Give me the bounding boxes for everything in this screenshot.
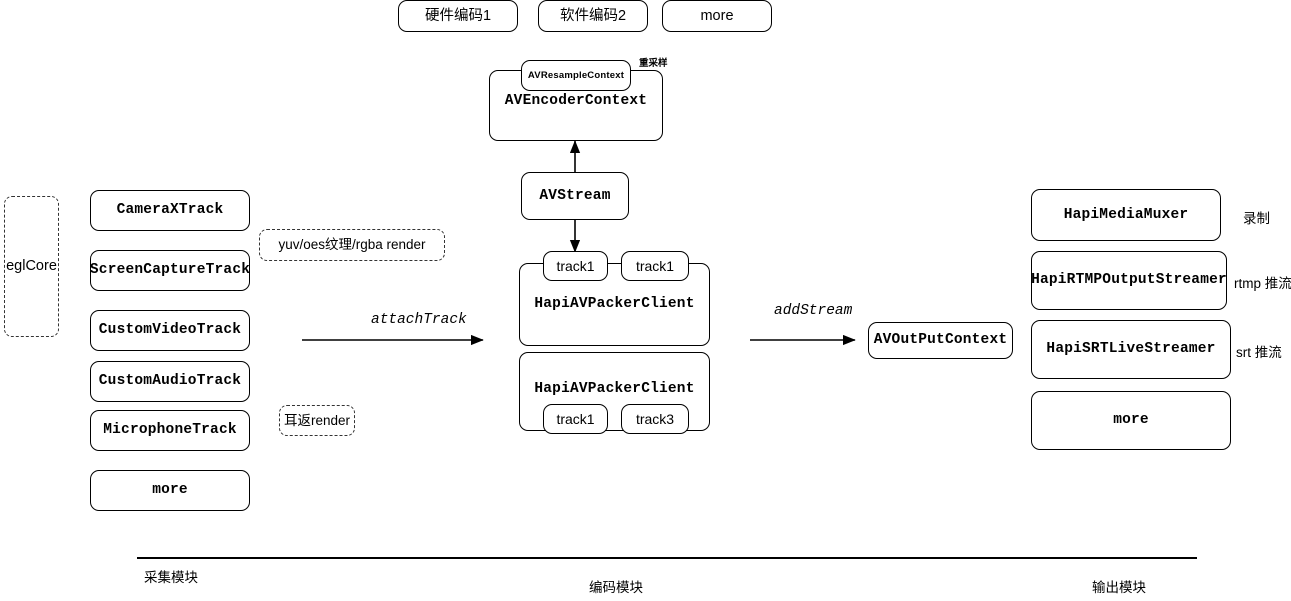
output-box-mediamuxer[interactable]: HapiMediaMuxer xyxy=(1031,189,1221,241)
encoder-option-box-2[interactable]: 软件编码2 xyxy=(538,0,648,32)
packer-client-label: HapiAVPackerClient xyxy=(534,296,695,313)
av-stream-box[interactable]: AVStream xyxy=(521,172,629,220)
module-label-encode: 编码模块 xyxy=(589,580,643,595)
encoder-option-box-1[interactable]: 硬件编码1 xyxy=(398,0,518,32)
packer2-track-0[interactable]: track1 xyxy=(543,404,608,434)
capture-track-label: MicrophoneTrack xyxy=(103,422,237,439)
capture-track-box-microphone[interactable]: MicrophoneTrack xyxy=(90,410,250,451)
encoder-option-label: 软件编码2 xyxy=(559,7,627,24)
capture-track-box-camerax[interactable]: CameraXTrack xyxy=(90,190,250,231)
output-note-record: 录制 xyxy=(1243,211,1270,226)
packer1-track-1[interactable]: track1 xyxy=(621,251,689,281)
arrow-label-add-stream: addStream xyxy=(774,303,853,319)
capture-track-box-more[interactable]: more xyxy=(90,470,250,511)
packer1-track-0[interactable]: track1 xyxy=(543,251,608,281)
encoder-option-box-3[interactable]: more xyxy=(662,0,772,32)
output-label: HapiMediaMuxer xyxy=(1063,206,1189,223)
render-note-label: 耳返render xyxy=(283,412,351,428)
capture-track-box-customvideo[interactable]: CustomVideoTrack xyxy=(90,310,250,351)
module-divider xyxy=(137,557,1197,559)
capture-track-label: ScreenCaptureTrack xyxy=(89,262,251,279)
av-resample-context-label: AVResampleContext xyxy=(527,70,625,81)
resample-note-label: 重采样 xyxy=(639,58,668,69)
track-label: track1 xyxy=(635,258,675,274)
capture-track-label: more xyxy=(152,482,188,499)
egl-core-label: eglCore xyxy=(6,258,57,275)
render-note-box-earback[interactable]: 耳返render xyxy=(279,405,355,436)
av-stream-label: AVStream xyxy=(539,187,611,204)
packer2-track-1[interactable]: track3 xyxy=(621,404,689,434)
capture-track-box-customaudio[interactable]: CustomAudioTrack xyxy=(90,361,250,402)
module-label-capture: 采集模块 xyxy=(144,570,198,585)
packer-client-label: HapiAVPackerClient xyxy=(534,381,695,397)
capture-track-box-screencapture[interactable]: ScreenCaptureTrack xyxy=(90,250,250,291)
track-label: track1 xyxy=(556,258,595,274)
av-output-context-box[interactable]: AVOutPutContext xyxy=(868,322,1013,359)
output-box-rtmp[interactable]: HapiRTMPOutputStreamer xyxy=(1031,251,1227,310)
output-box-more[interactable]: more xyxy=(1031,391,1231,450)
encoder-option-label: 硬件编码1 xyxy=(424,7,492,24)
track-label: track3 xyxy=(635,411,675,427)
output-label: HapiRTMPOutputStreamer xyxy=(1031,272,1227,289)
av-output-context-label: AVOutPutContext xyxy=(873,332,1008,349)
module-label-output: 输出模块 xyxy=(1092,580,1146,595)
capture-track-label: CustomVideoTrack xyxy=(98,322,242,339)
arrow-label-attach-track: attachTrack xyxy=(371,312,467,328)
capture-track-label: CameraXTrack xyxy=(116,202,224,219)
av-encoder-context-label: AVEncoderContext xyxy=(504,93,648,110)
output-box-srt[interactable]: HapiSRTLiveStreamer xyxy=(1031,320,1231,379)
egl-core-box[interactable]: eglCore xyxy=(4,196,59,337)
av-resample-context-box[interactable]: AVResampleContext xyxy=(521,60,631,91)
render-note-box-texture[interactable]: yuv/oes纹理/rgba render xyxy=(259,229,445,261)
track-label: track1 xyxy=(556,411,595,427)
output-note-srt: srt 推流 xyxy=(1236,345,1282,360)
capture-track-label: CustomAudioTrack xyxy=(98,373,242,390)
output-label: more xyxy=(1113,412,1149,429)
output-label: HapiSRTLiveStreamer xyxy=(1046,341,1216,358)
render-note-label: yuv/oes纹理/rgba render xyxy=(278,237,426,253)
encoder-option-label: more xyxy=(700,7,734,24)
output-note-rtmp: rtmp 推流 xyxy=(1234,276,1291,291)
